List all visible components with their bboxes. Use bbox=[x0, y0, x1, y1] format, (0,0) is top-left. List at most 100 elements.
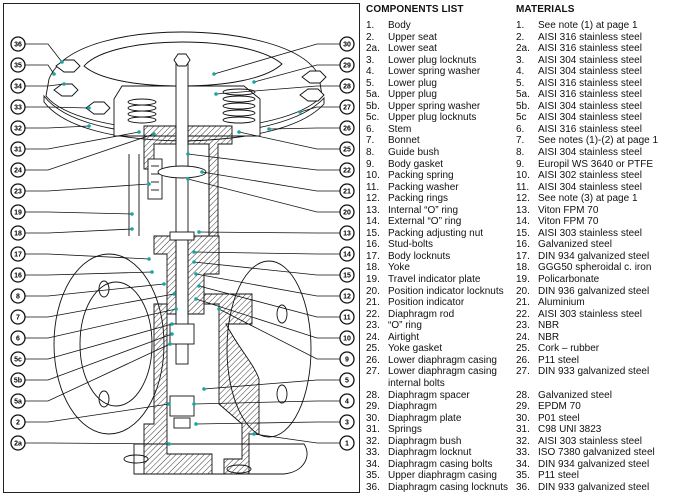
item-number: 28. bbox=[366, 389, 380, 401]
callout-24: 24 bbox=[10, 162, 26, 178]
component-item: 12.Packing rings bbox=[366, 193, 516, 205]
leader-line bbox=[198, 285, 340, 318]
leader-line bbox=[25, 64, 55, 75]
material-item: 19.Policarbonate bbox=[516, 274, 688, 286]
item-number: 14. bbox=[516, 216, 530, 228]
leader-line bbox=[218, 308, 340, 360]
item-number: 20. bbox=[516, 285, 530, 297]
item-number: 17. bbox=[366, 250, 380, 262]
item-label: P11 steel bbox=[538, 354, 579, 366]
item-number: 34. bbox=[516, 458, 530, 470]
material-item: 32.AISI 303 stainless steel bbox=[516, 436, 688, 448]
callout-circle bbox=[10, 435, 26, 451]
item-label: P11 steel bbox=[538, 470, 579, 482]
item-label: AISI 303 stainless steel bbox=[538, 308, 642, 320]
item-label: Yoke bbox=[388, 262, 410, 274]
callout-10: 10 bbox=[339, 330, 355, 346]
item-label: Policarbonate bbox=[538, 274, 600, 286]
item-label: AISI 304 stainless steel bbox=[538, 66, 642, 78]
item-number: 13. bbox=[366, 204, 380, 216]
item-label: AISI 316 stainless steel bbox=[538, 43, 642, 55]
material-item: 28.Galvanized steel bbox=[516, 390, 688, 402]
leader-line bbox=[25, 211, 133, 215]
callout-number: 32 bbox=[14, 126, 22, 133]
item-number: 11. bbox=[366, 181, 380, 193]
leader-arrow-icon bbox=[147, 257, 151, 261]
leader-line bbox=[25, 333, 173, 381]
material-item: 27.DIN 933 galvanized steel bbox=[516, 366, 688, 389]
callout-20: 20 bbox=[339, 204, 355, 220]
item-label: Cork – rubber bbox=[538, 343, 600, 355]
callout-circle bbox=[10, 183, 26, 199]
component-item: 19.Travel indicator plate bbox=[366, 274, 516, 286]
callout-4: 4 bbox=[339, 393, 355, 409]
material-item: 26.P11 steel bbox=[516, 355, 688, 367]
component-item: 13.Internal “O” ring bbox=[366, 205, 516, 217]
callout-circle bbox=[10, 393, 26, 409]
item-label: “O” ring bbox=[388, 320, 422, 332]
leader-line bbox=[193, 400, 340, 405]
callout-circle bbox=[10, 414, 26, 430]
component-item: 28.Diaphragm spacer bbox=[366, 390, 516, 402]
callout-circle bbox=[339, 36, 355, 52]
item-number: 25. bbox=[366, 343, 380, 355]
leader-arrow-icon bbox=[214, 92, 218, 96]
component-item: 14.External “O” ring bbox=[366, 216, 516, 228]
item-number: 28. bbox=[516, 389, 530, 401]
travel-indicator-plate bbox=[147, 158, 163, 200]
leader-line bbox=[25, 308, 177, 339]
callout-29: 29 bbox=[339, 57, 355, 73]
callout-circle bbox=[10, 246, 26, 262]
item-label: AISI 304 stainless steel bbox=[538, 181, 642, 193]
callout-number: 13 bbox=[343, 231, 351, 238]
leader-arrow-icon bbox=[168, 342, 172, 346]
leader-arrow-icon bbox=[87, 124, 91, 128]
diaphragm-dome bbox=[83, 41, 283, 87]
component-item: 35.Upper diaphragm casing bbox=[366, 470, 516, 482]
callout-number: 10 bbox=[343, 336, 351, 343]
callout-circle bbox=[339, 267, 355, 283]
item-label: AISI 303 stainless steel bbox=[538, 227, 642, 239]
callout-7: 7 bbox=[10, 309, 26, 325]
material-item: 36.DIN 933 galvanized steel bbox=[516, 482, 688, 494]
leader-line bbox=[25, 343, 171, 402]
item-number: 33. bbox=[516, 447, 530, 459]
item-label: Packing spring bbox=[388, 170, 454, 182]
leader-arrow-icon bbox=[152, 132, 156, 136]
item-label: External “O” ring bbox=[388, 216, 462, 228]
callout-circle bbox=[339, 141, 355, 157]
leader-line bbox=[25, 83, 65, 87]
leader-arrow-icon bbox=[237, 130, 241, 134]
item-label: Springs bbox=[388, 424, 422, 436]
callout-number: 18 bbox=[14, 231, 22, 238]
material-item: 29.EPDM 70 bbox=[516, 401, 688, 413]
leader-line bbox=[25, 293, 175, 318]
leader-arrow-icon bbox=[186, 177, 190, 181]
callout-number: 35 bbox=[14, 63, 22, 70]
item-label: NBR bbox=[538, 331, 560, 343]
body-right-wall bbox=[203, 293, 260, 475]
item-number: 5. bbox=[516, 77, 525, 89]
callout-circle bbox=[10, 225, 26, 241]
leader-arrow-icon bbox=[197, 230, 201, 234]
callout-number: 28 bbox=[343, 84, 351, 91]
callout-circle bbox=[10, 330, 26, 346]
item-number: 5a. bbox=[366, 89, 380, 101]
callout-number: 33 bbox=[14, 105, 22, 112]
item-label: See note (3) at page 1 bbox=[538, 193, 638, 205]
item-number: 5a. bbox=[516, 89, 530, 101]
callout-circle bbox=[10, 36, 26, 52]
item-number: 36. bbox=[516, 481, 530, 493]
callout-number: 25 bbox=[343, 147, 351, 154]
item-number: 19. bbox=[366, 274, 380, 286]
callout-circle bbox=[339, 414, 355, 430]
leader-arrow-icon bbox=[200, 170, 204, 174]
item-number: 35. bbox=[516, 470, 530, 482]
callout-circle bbox=[10, 351, 26, 367]
leader-line bbox=[268, 127, 340, 130]
item-number: 24. bbox=[366, 331, 380, 343]
item-number: 9. bbox=[366, 158, 375, 170]
callout-15: 15 bbox=[339, 267, 355, 283]
